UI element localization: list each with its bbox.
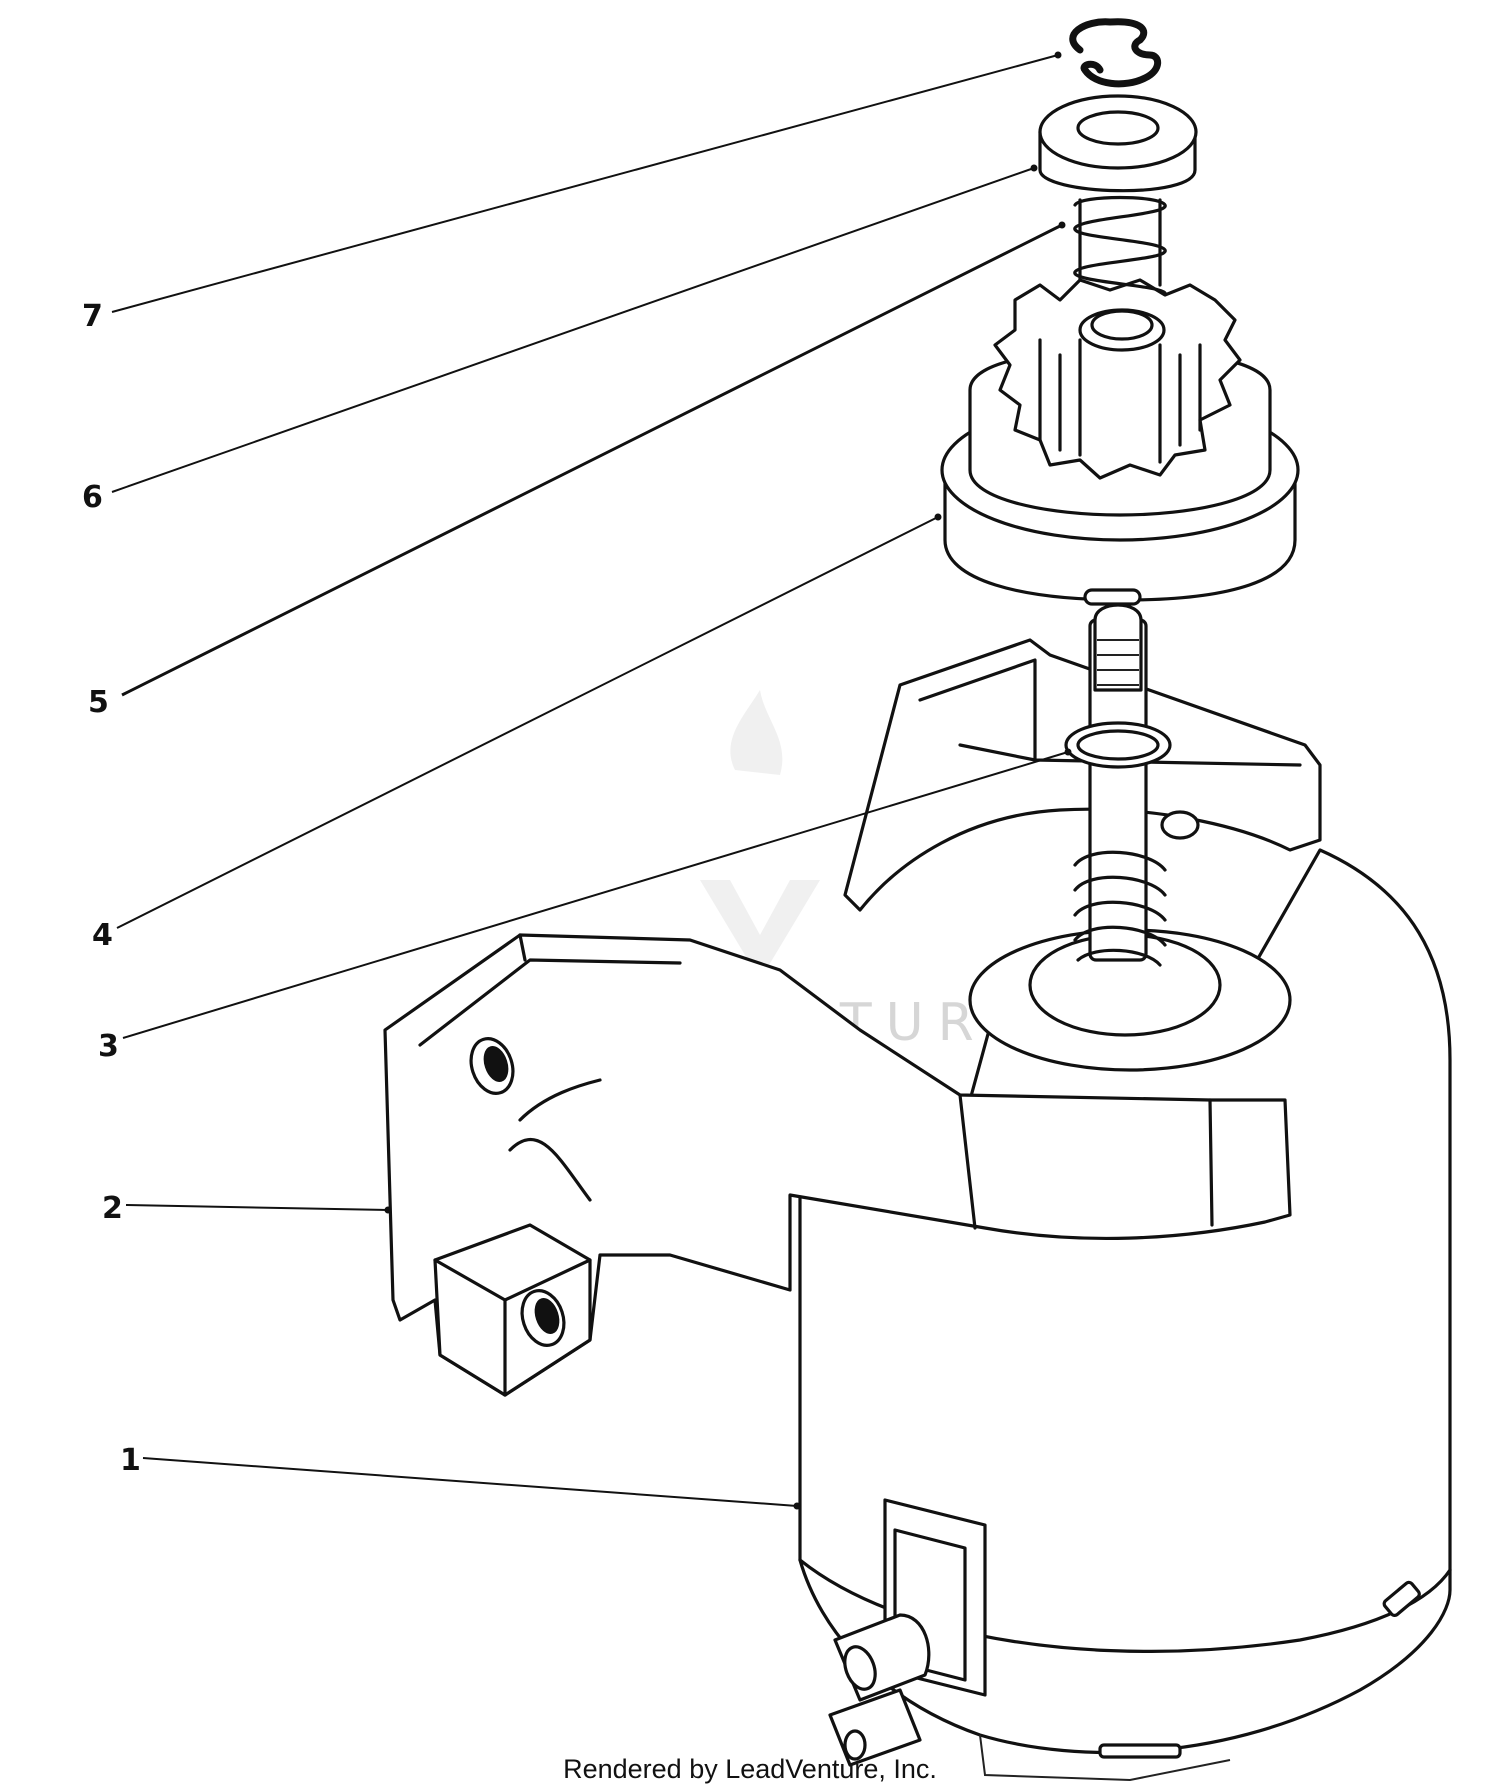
leader-lines	[111, 51, 1072, 1510]
callout-6: 6	[82, 480, 103, 515]
callout-3: 3	[98, 1029, 119, 1064]
footer-credit: Rendered by LeadVenture, Inc.	[563, 1754, 937, 1784]
watermark-logo-icon	[700, 690, 820, 980]
callout-2: 2	[102, 1191, 123, 1226]
callout-7: 7	[82, 299, 103, 334]
callout-labels: 7 6 5 4 3 2 1	[82, 299, 141, 1478]
pinion-gear	[940, 278, 1300, 606]
callout-1: 1	[120, 1443, 141, 1478]
drive-shaft	[1073, 603, 1167, 967]
stop-washer	[1064, 721, 1172, 769]
callout-4: 4	[92, 918, 113, 953]
spring-retainer	[1038, 94, 1198, 193]
spring	[1073, 195, 1167, 295]
callout-5: 5	[88, 685, 109, 720]
mounting-bracket	[383, 638, 1322, 1397]
starter-motor	[798, 848, 1452, 1782]
retaining-clip	[1069, 18, 1162, 88]
